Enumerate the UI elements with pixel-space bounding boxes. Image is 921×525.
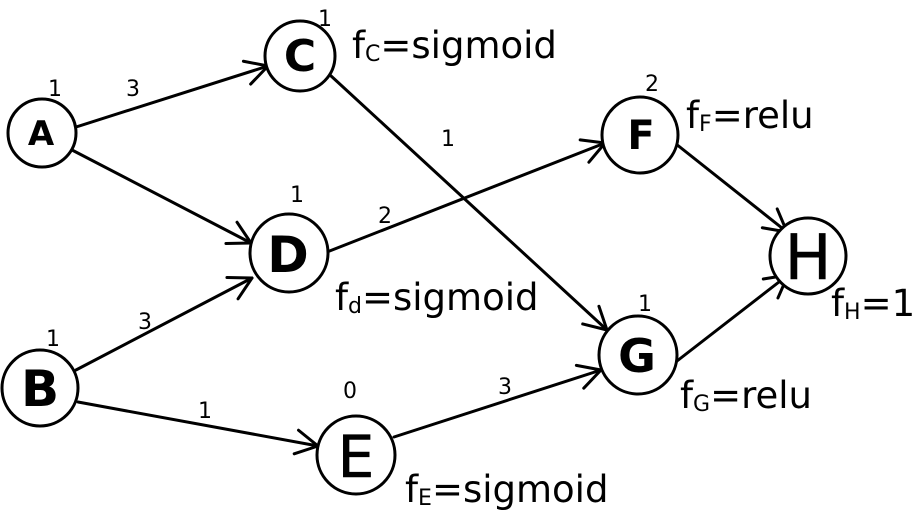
activation-function: =sigmoid (432, 468, 609, 511)
edge-a-d (70, 148, 253, 245)
node-d: D 1 fd=sigmoid (248, 183, 539, 319)
node-a-label: A (28, 114, 55, 154)
node-b-circle (0, 348, 80, 428)
node-c-activation: fC=sigmoid (352, 24, 557, 67)
edge-c-g (328, 73, 609, 332)
activation-subscript: H (844, 300, 861, 325)
edge-b-d-weight: 3 (138, 310, 152, 335)
node-h: H fH=1 (768, 216, 915, 325)
activation-f: f (405, 468, 419, 511)
node-d-activation: fd=sigmoid (335, 276, 539, 319)
activation-function: =sigmoid (380, 24, 557, 67)
node-e-label: E (338, 423, 375, 491)
edge-d-f (325, 141, 607, 254)
node-d-bias: 1 (290, 183, 304, 208)
edge-a-c (74, 64, 270, 129)
node-c-bias: 1 (318, 7, 332, 32)
node-a-circle (6, 97, 78, 169)
activation-subscript: F (699, 112, 712, 137)
node-c: C 1 fC=sigmoid (263, 7, 557, 93)
node-h-circle (768, 216, 848, 296)
activation-f: f (352, 24, 366, 67)
node-f-label: F (627, 113, 654, 159)
node-f-activation: fF=relu (686, 94, 814, 137)
activation-f: f (680, 374, 694, 417)
node-a-bias: 1 (48, 77, 62, 102)
node-h-activation: fH=1 (831, 282, 915, 325)
node-e-activation: fE=sigmoid (405, 468, 608, 511)
activation-subscript: E (418, 486, 432, 511)
node-e-circle (315, 414, 397, 496)
activation-subscript: d (348, 294, 362, 319)
node-b: B 1 (0, 327, 80, 428)
node-e: E 0 fE=sigmoid (315, 379, 608, 511)
node-e-bias: 0 (343, 379, 357, 404)
node-f: F 2 fF=relu (600, 72, 814, 175)
node-d-circle (248, 212, 330, 294)
edge-e-g-weight: 3 (498, 375, 512, 400)
node-h-label: H (785, 221, 832, 294)
activation-f: f (686, 94, 700, 137)
edge-b-e-weight: 1 (198, 399, 212, 424)
edge-a-c-weight: 3 (126, 77, 140, 102)
node-g-label: G (618, 329, 656, 383)
edge-g-h (675, 273, 790, 363)
activation-f: f (335, 276, 349, 319)
node-g-activation: fG=relu (680, 374, 812, 417)
node-a: A 1 (6, 77, 78, 169)
activation-function: =relu (712, 94, 814, 137)
edge-f-h (669, 138, 789, 234)
node-c-circle (263, 19, 337, 93)
node-b-label: B (21, 360, 59, 418)
node-f-bias: 2 (645, 72, 659, 97)
edge-c-g-weight: 1 (441, 127, 455, 152)
activation-function: =1 (861, 282, 916, 325)
activation-function: =relu (710, 374, 812, 417)
edge-d-f-weight: 2 (378, 204, 392, 229)
edge-e-g (392, 368, 603, 439)
node-f-circle (600, 95, 680, 175)
activation-f: f (831, 282, 845, 325)
node-b-bias: 1 (46, 327, 60, 352)
node-g-bias: 1 (638, 292, 652, 317)
edge-b-d-arrowhead (225, 276, 254, 301)
activation-function: =sigmoid (362, 276, 539, 319)
node-g-circle (597, 314, 679, 396)
node-g: G 1 fG=relu (597, 292, 812, 417)
node-d-label: D (267, 226, 309, 284)
activation-subscript: C (365, 42, 380, 67)
activation-subscript: G (693, 392, 710, 417)
edge-b-e (76, 400, 320, 448)
node-c-label: C (284, 31, 316, 82)
edge-b-d (74, 276, 254, 372)
